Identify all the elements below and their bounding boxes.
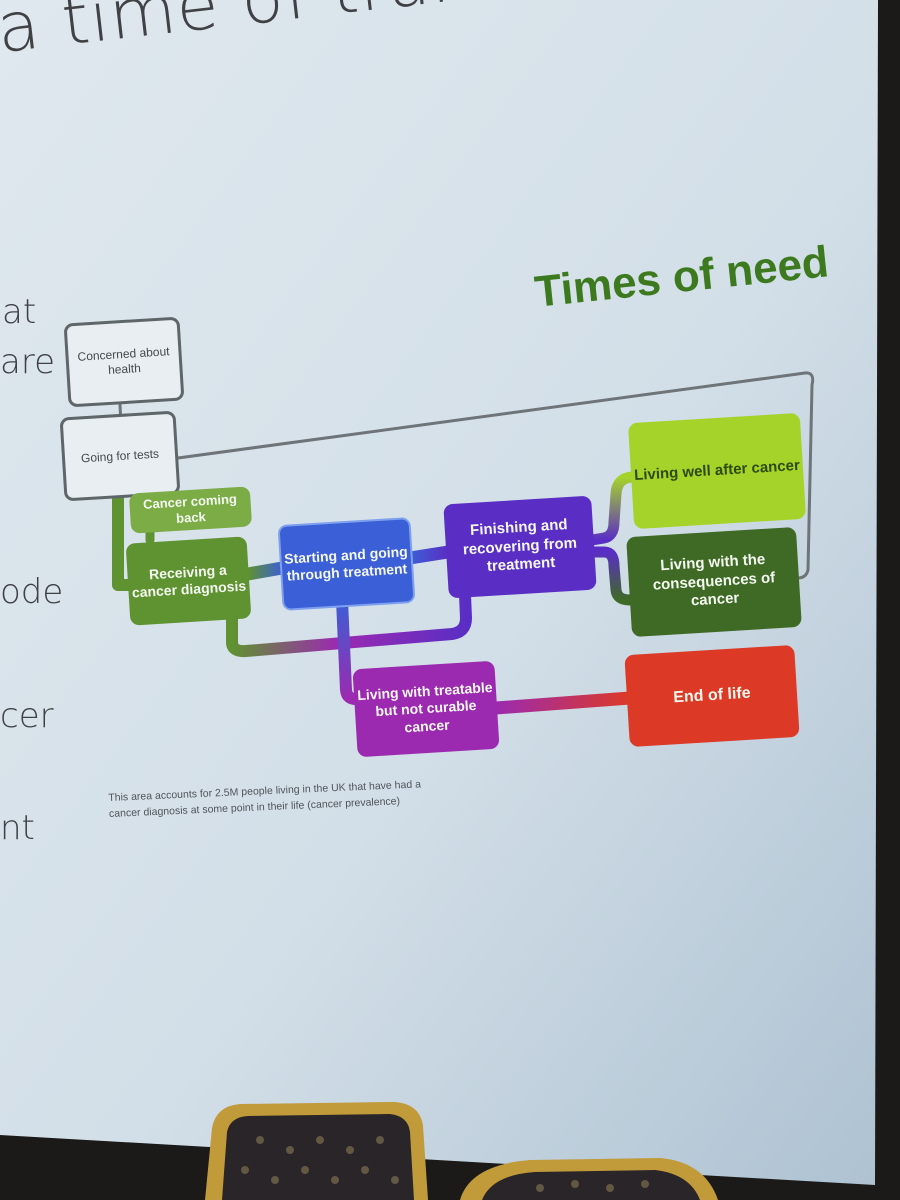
diagram-connectors (112, 371, 815, 715)
node-living-with-treatable-but-not-curable-cancer: Living with treatable but not curable ca… (352, 660, 500, 758)
node-end-of-life: End of life (624, 644, 800, 748)
node-going-for-tests: Going for tests (59, 410, 181, 502)
side-text-fragment: at (2, 292, 37, 332)
side-text-fragment: are (0, 342, 55, 382)
node-starting-and-going-through-treatment: Starting and going through treatment (277, 517, 416, 611)
node-finishing-and-recovering-from-treatment: Finishing and recovering from treatment (443, 495, 597, 599)
node-living-with-the-consequences-of-cancer: Living with the consequences of cancer (626, 526, 802, 638)
side-text-fragment: nt (0, 808, 35, 848)
node-cancer-coming-back: Cancer coming back (128, 486, 253, 534)
node-concerned-about-health: Concerned about health (63, 316, 185, 408)
side-text-fragment: cer (0, 696, 54, 736)
side-text-fragment: ode (0, 572, 64, 612)
node-receiving-a-cancer-diagnosis: Receiving a cancer diagnosis (125, 536, 252, 626)
node-living-well-after-cancer: Living well after cancer (627, 412, 807, 530)
projection-screen (0, 0, 878, 1185)
